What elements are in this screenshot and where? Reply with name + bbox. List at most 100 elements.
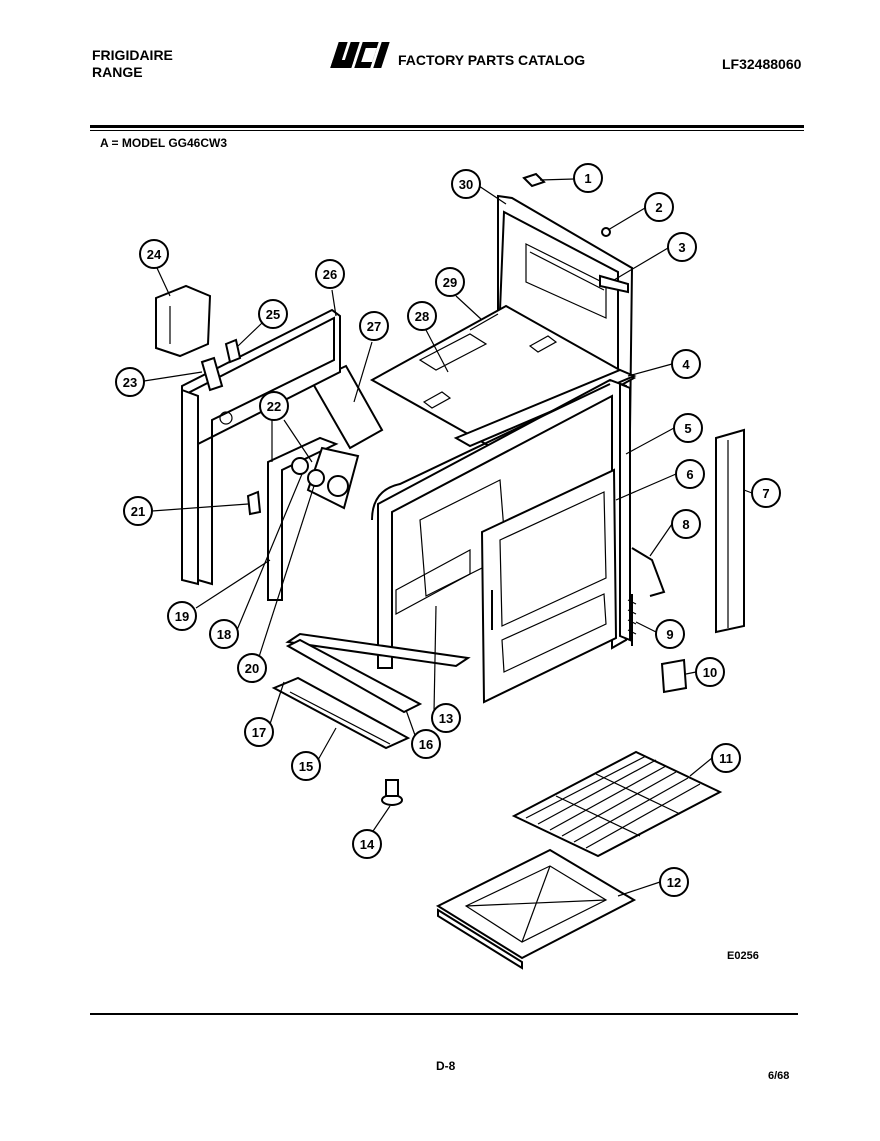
callout-19: 19 bbox=[167, 601, 197, 631]
callout-5: 5 bbox=[673, 413, 703, 443]
callout-17: 17 bbox=[244, 717, 274, 747]
top-slot-2 bbox=[422, 391, 452, 409]
callout-16: 16 bbox=[411, 729, 441, 759]
callout-9: 9 bbox=[655, 619, 685, 649]
oven-cavity-flange bbox=[371, 383, 611, 521]
callout-label: 1 bbox=[584, 171, 591, 186]
broiler-pan-lip bbox=[437, 908, 523, 970]
catalog-title: FACTORY PARTS CATALOG bbox=[398, 52, 586, 68]
page-number: D-8 bbox=[436, 1059, 456, 1073]
callout-8: 8 bbox=[671, 509, 701, 539]
leveling-leg-stem bbox=[385, 779, 399, 797]
cover-10 bbox=[660, 658, 688, 694]
left-side-panel-front bbox=[181, 388, 199, 586]
screw-1 bbox=[522, 172, 546, 188]
bracket-24 bbox=[155, 284, 212, 358]
callout-7: 7 bbox=[751, 478, 781, 508]
callout-label: 15 bbox=[299, 759, 313, 774]
side-panel-hole bbox=[219, 411, 233, 425]
callout-15: 15 bbox=[291, 751, 321, 781]
callout-label: 6 bbox=[686, 467, 693, 482]
callout-20: 20 bbox=[237, 653, 267, 683]
callout-label: 26 bbox=[323, 267, 337, 282]
callout-label: 21 bbox=[131, 504, 145, 519]
callout-4: 4 bbox=[671, 349, 701, 379]
callout-label: 18 bbox=[217, 627, 231, 642]
valve-knob-20 bbox=[307, 469, 325, 487]
callout-label: 16 bbox=[419, 737, 433, 752]
callout-10: 10 bbox=[695, 657, 725, 687]
side-trim bbox=[619, 382, 631, 642]
footer-rule bbox=[90, 1013, 798, 1015]
diagram-code: E0256 bbox=[727, 950, 759, 962]
catalog-date: 6/68 bbox=[768, 1070, 790, 1082]
top-front-strip bbox=[453, 368, 637, 448]
callout-label: 2 bbox=[655, 200, 662, 215]
top-panel bbox=[369, 304, 637, 454]
leader-lines bbox=[143, 178, 753, 897]
callout-label: 11 bbox=[719, 751, 733, 766]
broiler-pan-guide bbox=[395, 548, 471, 616]
brand-label: FRIGIDAIRE RANGE bbox=[92, 47, 173, 81]
brand-line-2: RANGE bbox=[92, 64, 143, 80]
callout-label: 4 bbox=[682, 357, 690, 372]
top-burner-box bbox=[418, 333, 488, 371]
top-slot-1 bbox=[528, 335, 558, 353]
valve-knob-22 bbox=[327, 475, 349, 497]
callout-26: 26 bbox=[315, 259, 345, 289]
oven-door-lower-panel bbox=[501, 593, 607, 673]
callout-3: 3 bbox=[667, 232, 697, 262]
callout-label: 10 bbox=[703, 665, 717, 680]
callout-label: 23 bbox=[123, 375, 137, 390]
callout-label: 7 bbox=[762, 486, 769, 501]
oven-rack-wires bbox=[525, 755, 701, 849]
callout-label: 25 bbox=[266, 307, 280, 322]
callout-30: 30 bbox=[451, 169, 481, 199]
drawer-15 bbox=[271, 676, 411, 750]
oven-rack bbox=[511, 750, 723, 858]
callout-11: 11 bbox=[711, 743, 741, 773]
brand-line-1: FRIGIDAIRE bbox=[92, 47, 173, 63]
kick-strip-16 bbox=[285, 638, 423, 714]
callout-6: 6 bbox=[675, 459, 705, 489]
callout-label: 12 bbox=[667, 875, 681, 890]
oven-door-window bbox=[499, 491, 607, 627]
callout-2: 2 bbox=[644, 192, 674, 222]
callout-27: 27 bbox=[359, 311, 389, 341]
callout-label: 30 bbox=[459, 177, 473, 192]
back-panel-vent bbox=[525, 243, 607, 319]
callout-label: 19 bbox=[175, 609, 189, 624]
block-25 bbox=[224, 338, 242, 364]
callout-label: 28 bbox=[415, 309, 429, 324]
header-rule-thin bbox=[90, 130, 804, 131]
callout-label: 22 bbox=[267, 399, 281, 414]
door-hinge-8 bbox=[631, 547, 666, 597]
oven-door bbox=[480, 468, 618, 704]
callout-25: 25 bbox=[258, 299, 288, 329]
callout-label: 29 bbox=[443, 275, 457, 290]
valve-knob-18 bbox=[291, 457, 309, 475]
callout-12: 12 bbox=[659, 867, 689, 897]
callout-label: 24 bbox=[147, 247, 162, 262]
callout-13: 13 bbox=[431, 703, 461, 733]
wci-logo bbox=[330, 42, 390, 68]
callout-18: 18 bbox=[209, 619, 239, 649]
kick-panel-17 bbox=[285, 632, 471, 668]
manifold-panel bbox=[267, 436, 339, 601]
callout-14: 14 bbox=[352, 829, 382, 859]
model-line: A = MODEL GG46CW3 bbox=[100, 136, 228, 150]
back-bracket bbox=[599, 274, 629, 294]
callout-label: 27 bbox=[367, 319, 381, 334]
callout-label: 3 bbox=[678, 240, 685, 255]
header-rule bbox=[90, 125, 804, 128]
callout-22: 22 bbox=[259, 391, 289, 421]
callout-label: 20 bbox=[245, 661, 259, 676]
callout-1: 1 bbox=[573, 163, 603, 193]
callout-28: 28 bbox=[407, 301, 437, 331]
callout-23: 23 bbox=[115, 367, 145, 397]
callout-label: 17 bbox=[252, 725, 266, 740]
callout-label: 8 bbox=[682, 517, 689, 532]
callout-label: 14 bbox=[360, 837, 375, 852]
side-trim-strip-7 bbox=[715, 428, 745, 634]
